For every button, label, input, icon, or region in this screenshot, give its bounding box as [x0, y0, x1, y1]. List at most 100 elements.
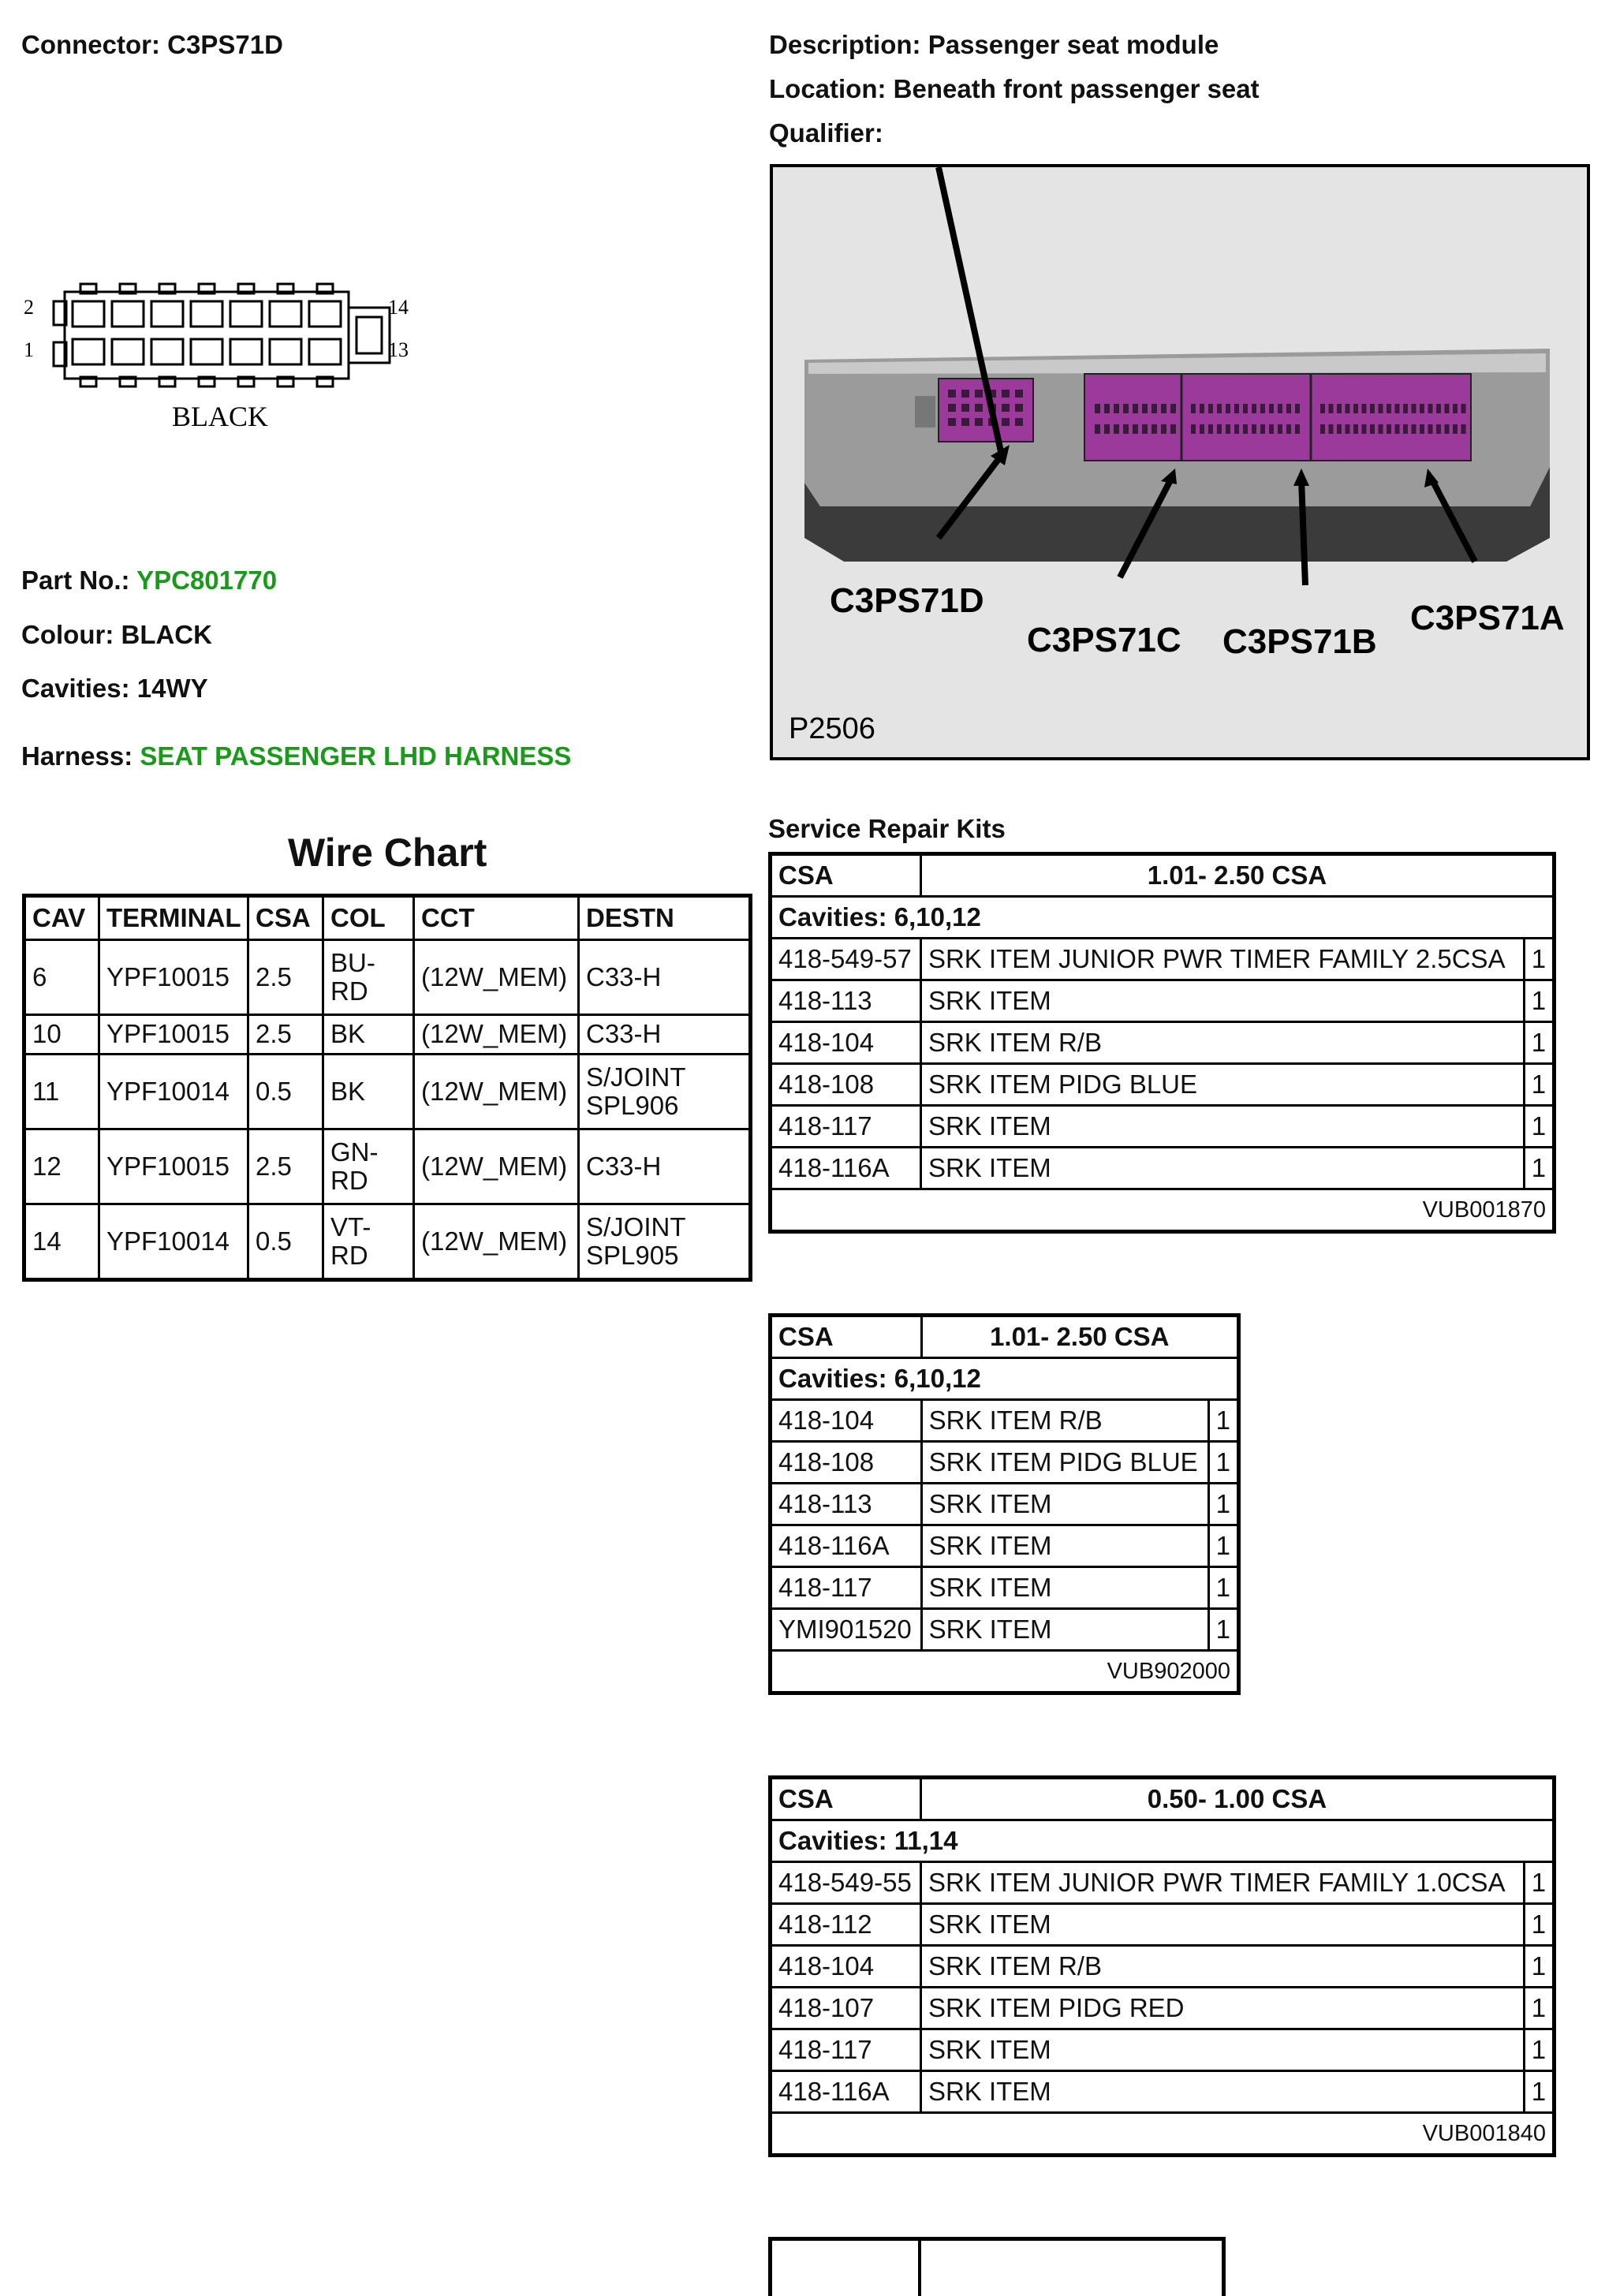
cell-terminal: YPF10014: [98, 1202, 249, 1282]
kit-code: VUB902000: [769, 1649, 1240, 1694]
cell-destn: S/JOINT SPL906: [577, 1052, 752, 1130]
part-no-label: Part No.:: [21, 566, 130, 595]
cavities-value: 14WY: [136, 674, 208, 703]
cell-cav: 11: [23, 1052, 100, 1130]
kit-part-number: 418-549-57: [769, 937, 922, 981]
callout-c3ps71d: C3PS71D: [830, 581, 984, 620]
cell-terminal: YPF10015: [98, 1127, 249, 1205]
cell-destn: C33-H: [577, 1127, 752, 1205]
kit-part-number: 418-108: [769, 1440, 923, 1484]
colour-line: Colour: BLACK: [21, 620, 212, 650]
cell-cav: 12: [23, 1127, 100, 1205]
kit-part-number: 418-116A: [769, 1146, 922, 1190]
col-cct: CCT: [412, 894, 580, 941]
cell-terminal: YPF10015: [98, 938, 249, 1017]
cell-cct: (12W_MEM): [412, 1202, 580, 1282]
cell-col: BK: [322, 1052, 415, 1130]
kit-item-qty: 1: [1522, 937, 1556, 981]
cell-destn: C33-H: [577, 1014, 752, 1055]
cell-col: VT-RD: [322, 1202, 415, 1282]
location-line: Location: Beneath front passenger seat: [769, 74, 1260, 104]
kit-cavities-row: Cavities: 6,10,12: [769, 1357, 1240, 1401]
kit-item-description: SRK ITEM R/B: [920, 1398, 1210, 1443]
kit-item-description: SRK ITEM: [919, 1104, 1525, 1148]
kit-item-description: SRK ITEM: [919, 2028, 1525, 2072]
cavities-label: Cavities:: [21, 674, 130, 703]
connector-label: Connector:: [21, 30, 160, 59]
kit-item-qty: 1: [1522, 1902, 1556, 1947]
cell-destn: S/JOINT SPL905: [577, 1202, 752, 1282]
cell-csa: 2.5: [247, 1014, 324, 1055]
kit-code: VUB001870: [769, 1188, 1555, 1233]
kit-item-qty: 1: [1207, 1440, 1241, 1484]
kit-item-qty: 1: [1522, 1062, 1556, 1107]
callout-c3ps71b: C3PS71B: [1222, 622, 1377, 661]
cell-csa: 0.5: [247, 1052, 324, 1130]
photo-reference: P2506: [789, 712, 875, 745]
pin-label-2: 2: [24, 296, 34, 319]
wire-chart-title: Wire Chart: [288, 831, 487, 875]
kit-csa-range: 1.01- 2.50 CSA: [919, 853, 1556, 898]
cell-col: BK: [322, 1014, 415, 1055]
cell-cav: 14: [23, 1202, 100, 1282]
connector-line: Connector: C3PS71D: [21, 30, 283, 60]
kit-part-number: 418-113: [769, 1482, 923, 1526]
col-destn: DESTN: [577, 894, 752, 941]
connector-location-photo: C3PS71D C3PS71C C3PS71B C3PS71A P2506: [770, 164, 1590, 760]
kit-csa-label: CSA: [769, 1314, 923, 1359]
kit-item-qty: 1: [1522, 2070, 1556, 2114]
kit-csa-range: 1.01- 2.50 CSA: [920, 1314, 1241, 1359]
cavities-line: Cavities: 14WY: [21, 674, 208, 704]
colour-label: Colour:: [21, 620, 114, 649]
harness-link[interactable]: SEAT PASSENGER LHD HARNESS: [140, 741, 572, 771]
kit-item-description: SRK ITEM PIDG BLUE: [920, 1440, 1210, 1484]
harness-line: Harness: SEAT PASSENGER LHD HARNESS: [21, 741, 571, 771]
cell-cct: (12W_MEM): [412, 1052, 580, 1130]
cell-cct: (12W_MEM): [412, 1127, 580, 1205]
connector-face-diagram: 2 1 14 13 BLACK: [24, 282, 409, 432]
kit-item-qty: 1: [1522, 1146, 1556, 1190]
connector-id: C3PS71D: [167, 30, 283, 59]
pin-label-1: 1: [24, 338, 34, 361]
diagram-colour-caption: BLACK: [172, 401, 268, 432]
cell-cct: (12W_MEM): [412, 938, 580, 1017]
cell-cct: (12W_MEM): [412, 1014, 580, 1055]
kit-part-number: 418-116A: [769, 1524, 923, 1568]
kit-part-number: 418-549-55: [769, 1861, 922, 1905]
kit-code-row: VUB001840: [769, 2111, 1555, 2156]
kit-item-qty: 1: [1522, 1104, 1556, 1148]
col-terminal: TERMINAL: [98, 894, 249, 941]
part-no-line: Part No.: YPC801770: [21, 566, 277, 595]
location-value: Beneath front passenger seat: [893, 74, 1260, 103]
kit-item-qty: 1: [1207, 1482, 1241, 1526]
kit-csa-label: CSA: [769, 1776, 922, 1821]
cell-cav: 10: [23, 1014, 100, 1055]
kit-item-description: SRK ITEM JUNIOR PWR TIMER FAMILY 2.5CSA: [919, 937, 1525, 981]
kit-item-description: SRK ITEM PIDG BLUE: [919, 1062, 1525, 1107]
kit-item-qty: 1: [1522, 979, 1556, 1023]
kit-code-row: VUB001870: [769, 1188, 1555, 1233]
kit-part-number: 418-117: [769, 1566, 923, 1610]
next-kit-table-fragment: [768, 2237, 1226, 2296]
part-no-link[interactable]: YPC801770: [136, 566, 278, 595]
cell-csa: 0.5: [247, 1202, 324, 1282]
kit-item-qty: 1: [1522, 1861, 1556, 1905]
